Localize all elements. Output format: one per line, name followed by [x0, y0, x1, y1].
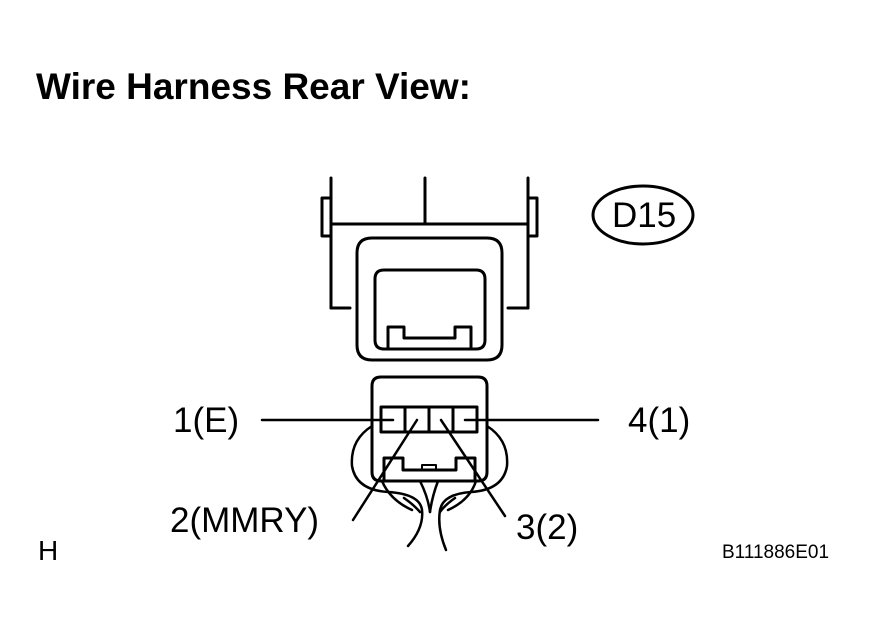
pin4-label: 4(1)	[628, 401, 691, 440]
pin2-label: 2(MMRY)	[170, 501, 320, 540]
mating-connector	[320, 176, 539, 362]
connector-code: D15	[612, 196, 677, 235]
pin3-label: 3(2)	[516, 508, 579, 547]
pin3-leader	[439, 418, 507, 518]
connector-code-ellipse	[591, 184, 695, 246]
corner-letter: H	[38, 535, 59, 566]
figure-id: B111886E01	[722, 542, 830, 563]
pin-leader-lines	[260, 418, 600, 522]
pin1-label: 1(E)	[173, 401, 240, 440]
pin2-leader	[351, 418, 419, 522]
wire-bundle	[350, 424, 509, 552]
page-title: Wire Harness Rear View:	[36, 66, 471, 107]
